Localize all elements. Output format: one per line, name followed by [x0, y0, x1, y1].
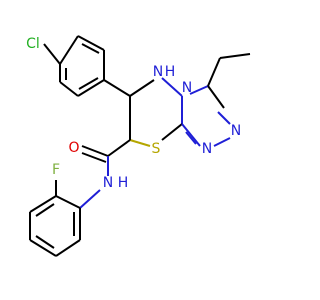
ring-nitrogen-hydrogen: H [165, 64, 176, 80]
bond [55, 195, 81, 209]
bond [217, 111, 231, 125]
bond [219, 53, 251, 59]
bond [161, 77, 183, 97]
bond [78, 77, 99, 90]
bond [43, 43, 61, 65]
molecule-canvas: Cl N H N N N O S N H F [26, 35, 251, 257]
bond [77, 79, 105, 97]
bond [207, 57, 221, 87]
triazole-nitrogen-2: N [202, 141, 212, 157]
bond [79, 189, 101, 209]
bond [129, 139, 151, 147]
bond [29, 195, 57, 213]
molecule-structure: Cl N H N N N O S N H F [26, 35, 251, 257]
bond [35, 203, 55, 217]
bond [81, 43, 100, 54]
bond [107, 139, 131, 157]
bond [59, 35, 79, 65]
bond [181, 123, 201, 147]
bond [185, 131, 197, 145]
fluorine-atom: F [52, 162, 60, 178]
chlorine-atom: Cl [26, 36, 40, 52]
bonds [29, 35, 251, 257]
bond [213, 137, 231, 147]
bond [59, 81, 79, 97]
bond [103, 79, 131, 97]
bond [189, 85, 209, 95]
sulfur-atom: S [152, 141, 161, 157]
ring-nitrogen-atom: N [153, 64, 163, 80]
bond [77, 35, 105, 51]
bond [81, 145, 109, 157]
bond [55, 239, 81, 257]
bond [129, 79, 155, 97]
bond [29, 239, 57, 257]
atom-labels: Cl N H N N N O S N H F [26, 36, 241, 191]
triazole-nitrogen-1: N [231, 123, 241, 139]
amide-nitrogen-atom: N [103, 175, 113, 191]
bond [35, 235, 55, 249]
bridge-nitrogen-atom: N [182, 80, 192, 96]
bond [161, 123, 183, 141]
bond [207, 85, 225, 109]
oxygen-atom: O [68, 140, 79, 156]
amide-nitrogen-hydrogen: H [118, 175, 129, 191]
bond [81, 152, 107, 163]
